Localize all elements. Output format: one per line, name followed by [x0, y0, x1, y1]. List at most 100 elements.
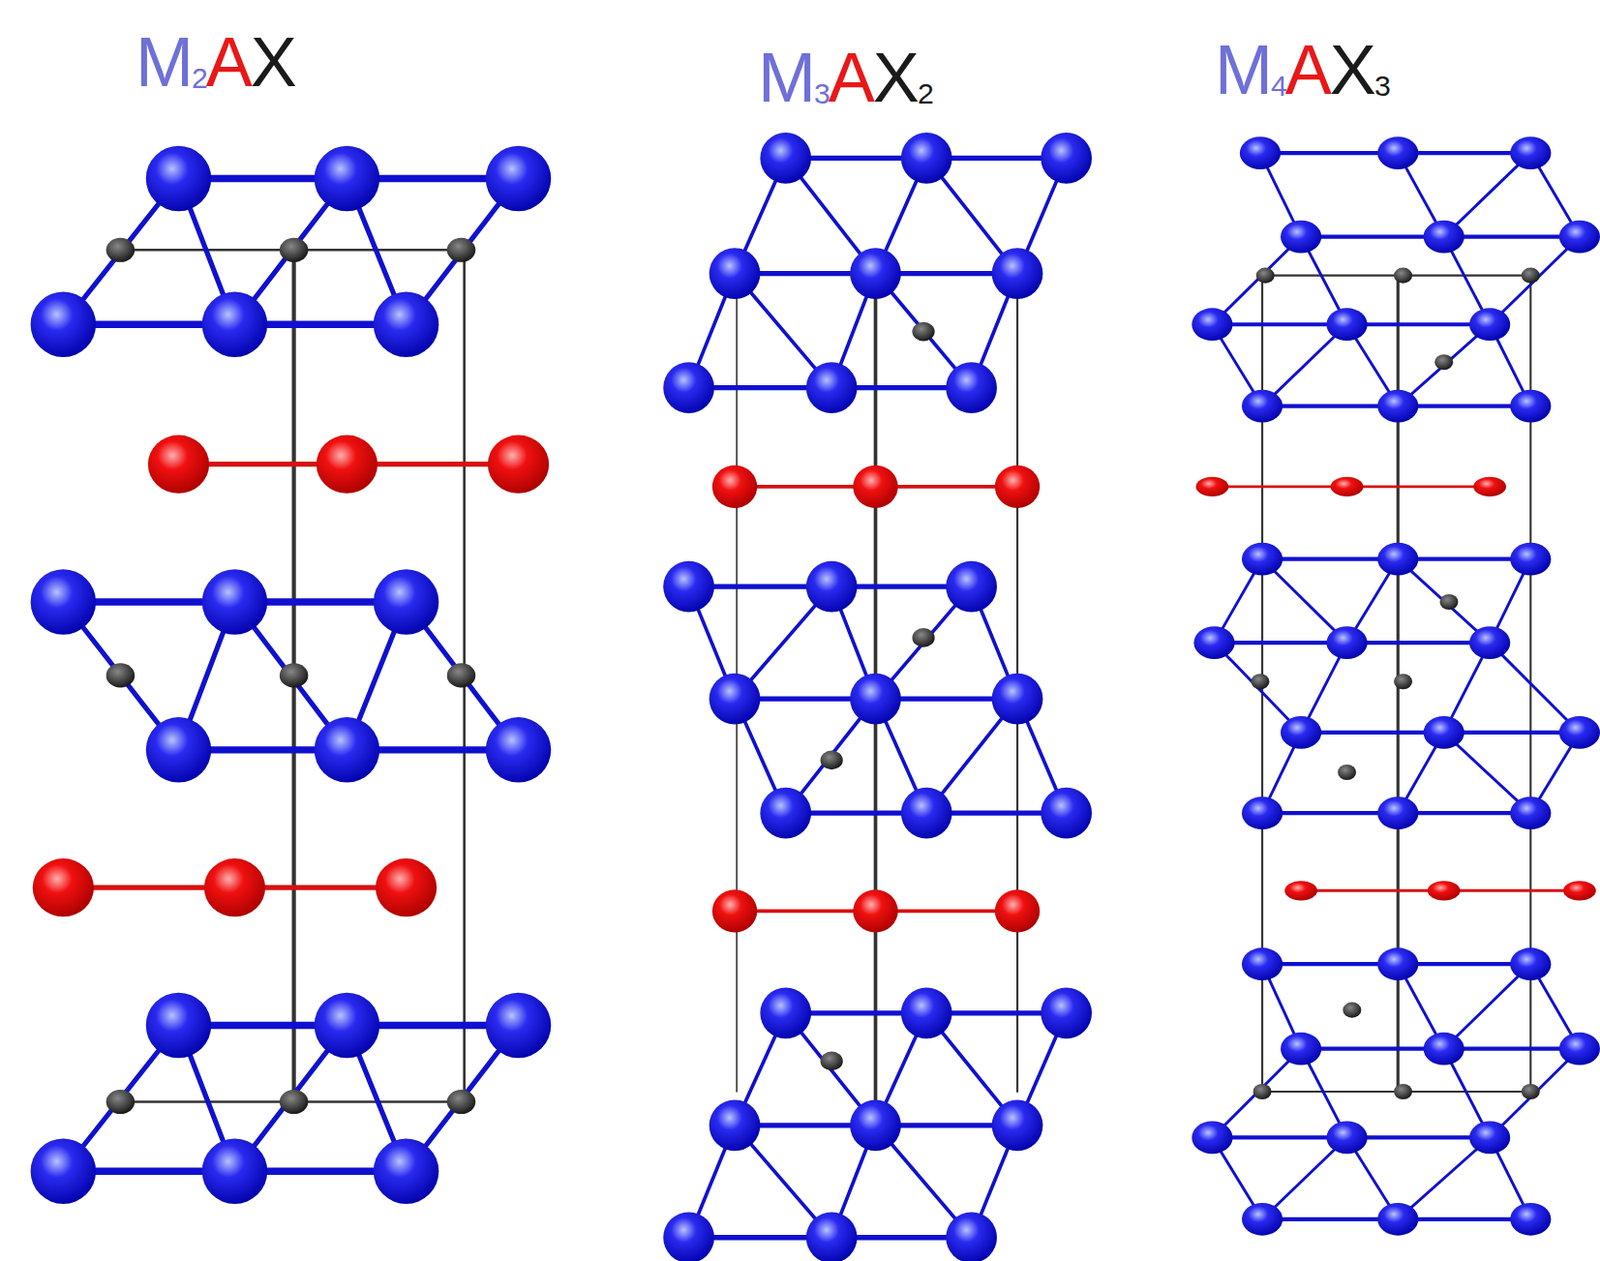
m-bond	[1397, 324, 1490, 406]
formula-label: M2AX	[135, 23, 296, 101]
m-bond	[1211, 237, 1301, 326]
m-atom	[806, 362, 858, 414]
a-atom	[852, 889, 898, 933]
m-atom	[146, 146, 212, 212]
formula-label: M3AX2	[757, 38, 933, 117]
formula-char: 3	[1374, 69, 1389, 102]
m-atom	[945, 1211, 997, 1261]
m-atom	[1509, 796, 1551, 830]
x-atom	[1342, 1002, 1361, 1019]
m-atom	[1191, 1121, 1233, 1155]
m-atom	[314, 146, 380, 212]
x-atom	[820, 751, 844, 771]
x-atom	[911, 628, 935, 648]
m-atom	[1509, 1203, 1551, 1237]
m-atom	[1040, 787, 1092, 840]
m-atom	[1469, 626, 1510, 660]
m-atom	[806, 561, 858, 613]
x-atom	[279, 663, 309, 688]
x-atom	[106, 238, 136, 263]
m-atom	[1326, 1121, 1367, 1155]
m-atom	[1509, 543, 1551, 576]
m-bond	[1214, 642, 1302, 733]
x-atom	[1250, 673, 1269, 690]
x-atom	[279, 1089, 309, 1115]
m-atom	[1509, 136, 1551, 170]
formula-label: M4AX3	[1214, 30, 1389, 109]
x-atom	[1393, 268, 1413, 284]
a-atom	[1427, 880, 1461, 901]
a-atom	[712, 465, 757, 509]
m-atom	[1241, 390, 1283, 423]
m-bond	[1489, 1049, 1580, 1139]
formula-char: 2	[191, 61, 207, 94]
m-bond	[1397, 1137, 1490, 1219]
formula-char: 4	[1270, 69, 1286, 102]
formula-char: X	[250, 23, 296, 101]
m-atom	[992, 1099, 1044, 1151]
x-atom	[1434, 354, 1453, 370]
m-atom	[314, 993, 380, 1058]
m-atom	[314, 717, 380, 783]
x-atom	[447, 238, 477, 263]
m-atom	[901, 787, 953, 840]
a-atom	[1330, 477, 1364, 497]
m-atom	[663, 362, 715, 414]
m-atom	[849, 247, 902, 300]
m-atom	[849, 1099, 902, 1151]
m-atom	[1509, 947, 1551, 981]
m-atom	[1559, 220, 1600, 254]
m-bond	[1397, 559, 1490, 643]
m-atom	[992, 673, 1044, 725]
m-atom	[146, 993, 212, 1058]
m-atom	[1280, 220, 1322, 254]
x-atom	[447, 663, 477, 688]
m-atom	[709, 247, 761, 300]
m-atom	[1326, 626, 1367, 660]
x-atom	[820, 1052, 844, 1072]
a-atom	[712, 889, 757, 933]
a-atom	[995, 465, 1040, 509]
x-atom	[447, 1089, 477, 1115]
m-atom	[709, 673, 761, 725]
m-bond	[1211, 1049, 1301, 1139]
m-atom	[1193, 626, 1235, 660]
m-atom	[1191, 307, 1233, 341]
m-atom	[1423, 220, 1465, 254]
m-atom	[1469, 307, 1510, 341]
m-bond	[1444, 964, 1532, 1049]
title-wrap: M2AX	[135, 27, 296, 97]
m-atom	[373, 292, 439, 358]
m-atom	[1377, 1203, 1419, 1237]
m-atom	[1040, 987, 1092, 1039]
x-atom	[1337, 764, 1357, 781]
m-atom	[485, 993, 551, 1058]
m-atom	[485, 717, 551, 783]
title-wrap: M4AX3	[1214, 34, 1389, 105]
m-atom	[1239, 136, 1281, 170]
m-atom	[146, 717, 212, 783]
m-atom	[901, 987, 953, 1039]
m-atom	[1280, 716, 1322, 750]
x-atom	[911, 322, 935, 342]
title-wrap: M3AX2	[757, 42, 933, 113]
formula-char: M	[135, 23, 192, 101]
m-atom	[759, 987, 812, 1039]
formula-char: X	[1329, 30, 1375, 109]
m-atom	[663, 1211, 715, 1261]
a-atom	[204, 858, 266, 917]
m-atom	[663, 561, 715, 613]
x-atom	[1253, 1084, 1272, 1100]
m-atom	[759, 132, 812, 184]
a-atom	[1473, 477, 1507, 497]
m-atom	[1423, 1032, 1465, 1066]
m-atom	[1377, 947, 1419, 981]
m-atom	[1326, 307, 1367, 341]
m-atom	[806, 1211, 858, 1261]
m-atom	[202, 1138, 268, 1204]
m-atom	[759, 787, 812, 840]
a-atom	[1563, 880, 1597, 901]
m-atom	[945, 561, 997, 613]
m-atom	[945, 362, 997, 414]
